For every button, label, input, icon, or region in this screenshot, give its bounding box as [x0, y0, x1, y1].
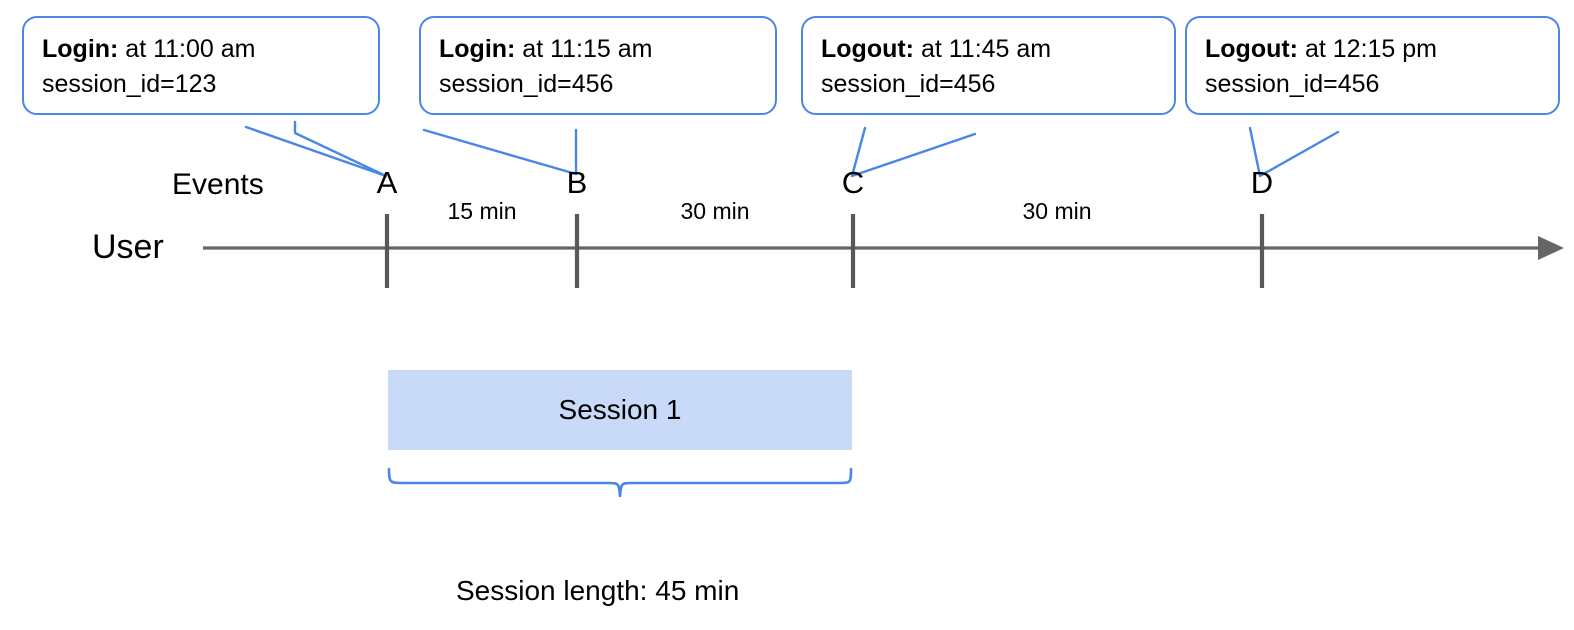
session-bar-label: Session 1: [558, 394, 682, 425]
callout-a-label: Login:: [42, 35, 119, 63]
callout-event-c: Logout: at 11:45 am session_id=456: [801, 16, 1176, 115]
callout-d-time: at 12:15 pm: [1298, 35, 1437, 63]
interval-label-cd: 30 min: [1022, 198, 1092, 224]
tick-label-c: C: [841, 165, 865, 200]
callout-b-time: at 11:15 am: [515, 35, 653, 63]
callout-event-b: Login: at 11:15 am session_id=456: [419, 16, 777, 115]
tick-label-b: B: [566, 165, 588, 200]
callout-b-label: Login:: [439, 35, 516, 63]
timeline-arrowhead: [1538, 236, 1564, 260]
callout-a-line1: Login: at 11:00 am: [42, 32, 360, 67]
callout-tail-a: [244, 120, 388, 178]
callout-a-time: at 11:00 am: [118, 35, 256, 63]
callout-tail-b: [422, 128, 578, 176]
tick-label-d: D: [1250, 165, 1274, 200]
callout-c-line1: Logout: at 11:45 am: [821, 32, 1156, 67]
user-row-label: User: [92, 228, 164, 266]
callout-c-session: session_id=456: [821, 69, 996, 98]
session-bar-1: Session 1: [388, 370, 852, 450]
callout-d-line1: Logout: at 12:15 pm: [1205, 32, 1540, 67]
callout-c-label: Logout:: [821, 35, 915, 63]
callout-b-line1: Login: at 11:15 am: [439, 32, 757, 67]
interval-label-bc: 30 min: [680, 198, 750, 224]
callout-c-time: at 11:45 am: [914, 35, 1052, 63]
session-brace: [387, 467, 853, 498]
interval-label-ab: 15 min: [447, 198, 517, 224]
callout-event-d: Logout: at 12:15 pm session_id=456: [1185, 16, 1560, 115]
callout-a-session: session_id=123: [42, 69, 217, 98]
events-row-label: Events: [172, 168, 264, 201]
session-length-caption: Session length: 45 min: [456, 575, 740, 606]
callout-d-session: session_id=456: [1205, 69, 1380, 98]
callout-event-a: Login: at 11:00 am session_id=123: [22, 16, 380, 115]
callout-d-label: Logout:: [1205, 35, 1299, 63]
callout-b-session: session_id=456: [439, 69, 614, 98]
tick-label-a: A: [376, 165, 398, 200]
